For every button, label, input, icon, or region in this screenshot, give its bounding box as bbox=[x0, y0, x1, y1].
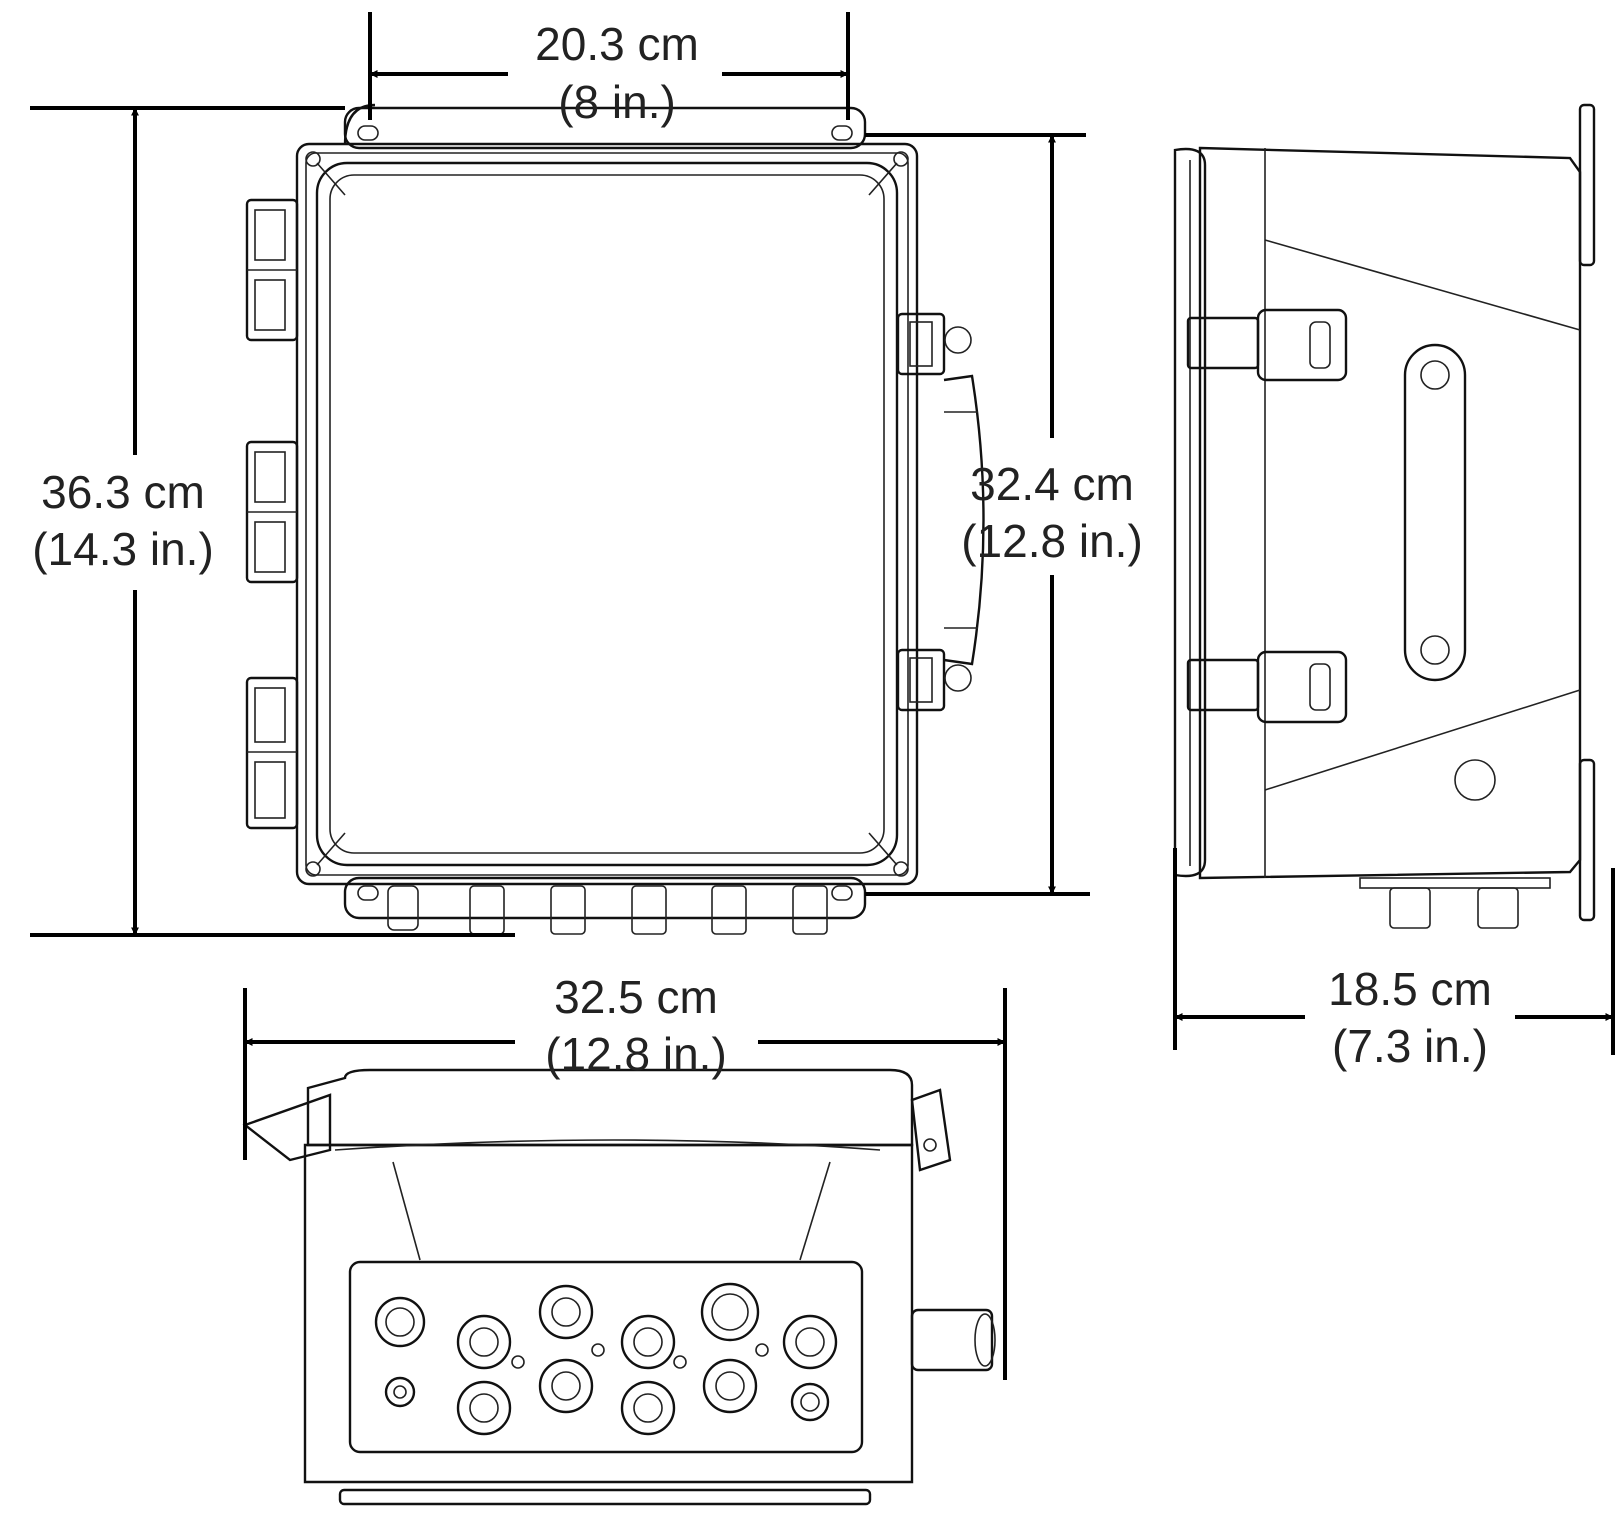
body-height-metric: 32.4 cm bbox=[970, 458, 1134, 510]
enclosure-body-side bbox=[1198, 146, 1582, 880]
side-depth-imperial: (7.3 in.) bbox=[1332, 1020, 1488, 1072]
bottom-latch bbox=[910, 1088, 952, 1172]
port-panel bbox=[348, 1260, 864, 1454]
body-height-imperial: (12.8 in.) bbox=[961, 515, 1143, 567]
door-window bbox=[315, 161, 899, 867]
overall-height-imperial: (14.3 in.) bbox=[32, 523, 214, 575]
side-view bbox=[1173, 103, 1596, 929]
front-cable-glands bbox=[387, 885, 828, 935]
corner-screw bbox=[893, 861, 909, 877]
side-mounting-flange bbox=[1578, 103, 1596, 267]
side-latch bbox=[1186, 316, 1260, 370]
side-mounting-flange bbox=[1578, 758, 1596, 922]
enclosure-body-bottom bbox=[303, 1143, 914, 1484]
enclosure-body-front bbox=[295, 142, 919, 886]
front-width-metric: 20.3 cm bbox=[535, 18, 699, 70]
front-view bbox=[245, 103, 985, 935]
mounting-slot bbox=[1403, 343, 1467, 682]
bottom-width-imperial: (12.8 in.) bbox=[545, 1028, 727, 1080]
top-mounting-flange bbox=[343, 106, 867, 150]
bottom-flange-left bbox=[242, 1093, 332, 1162]
side-depth-metric: 18.5 cm bbox=[1328, 963, 1492, 1015]
dimension-lines bbox=[30, 12, 1615, 1380]
corner-screw bbox=[305, 861, 321, 877]
mounting-hole bbox=[357, 125, 379, 141]
corner-screw bbox=[893, 151, 909, 167]
bottom-view bbox=[242, 1068, 996, 1506]
bottom-mounting-flange bbox=[343, 876, 867, 920]
dimension-labels: 20.3 cm (8 in.) 36.3 cm (14.3 in.) 32.4 … bbox=[32, 18, 1492, 1080]
mounting-hole bbox=[357, 885, 379, 901]
breather-vent bbox=[1454, 759, 1496, 801]
bottom-width-metric: 32.5 cm bbox=[554, 971, 718, 1023]
ports bbox=[374, 1282, 838, 1436]
mounting-hole bbox=[831, 885, 853, 901]
side-latch bbox=[1186, 658, 1260, 712]
overall-height-metric: 36.3 cm bbox=[41, 466, 205, 518]
mounting-hole bbox=[831, 125, 853, 141]
right-latches-and-handle bbox=[896, 312, 985, 712]
front-width-imperial: (8 in.) bbox=[558, 76, 676, 128]
left-hinges bbox=[245, 198, 299, 830]
side-gland bbox=[910, 1308, 994, 1372]
corner-screw bbox=[305, 151, 321, 167]
